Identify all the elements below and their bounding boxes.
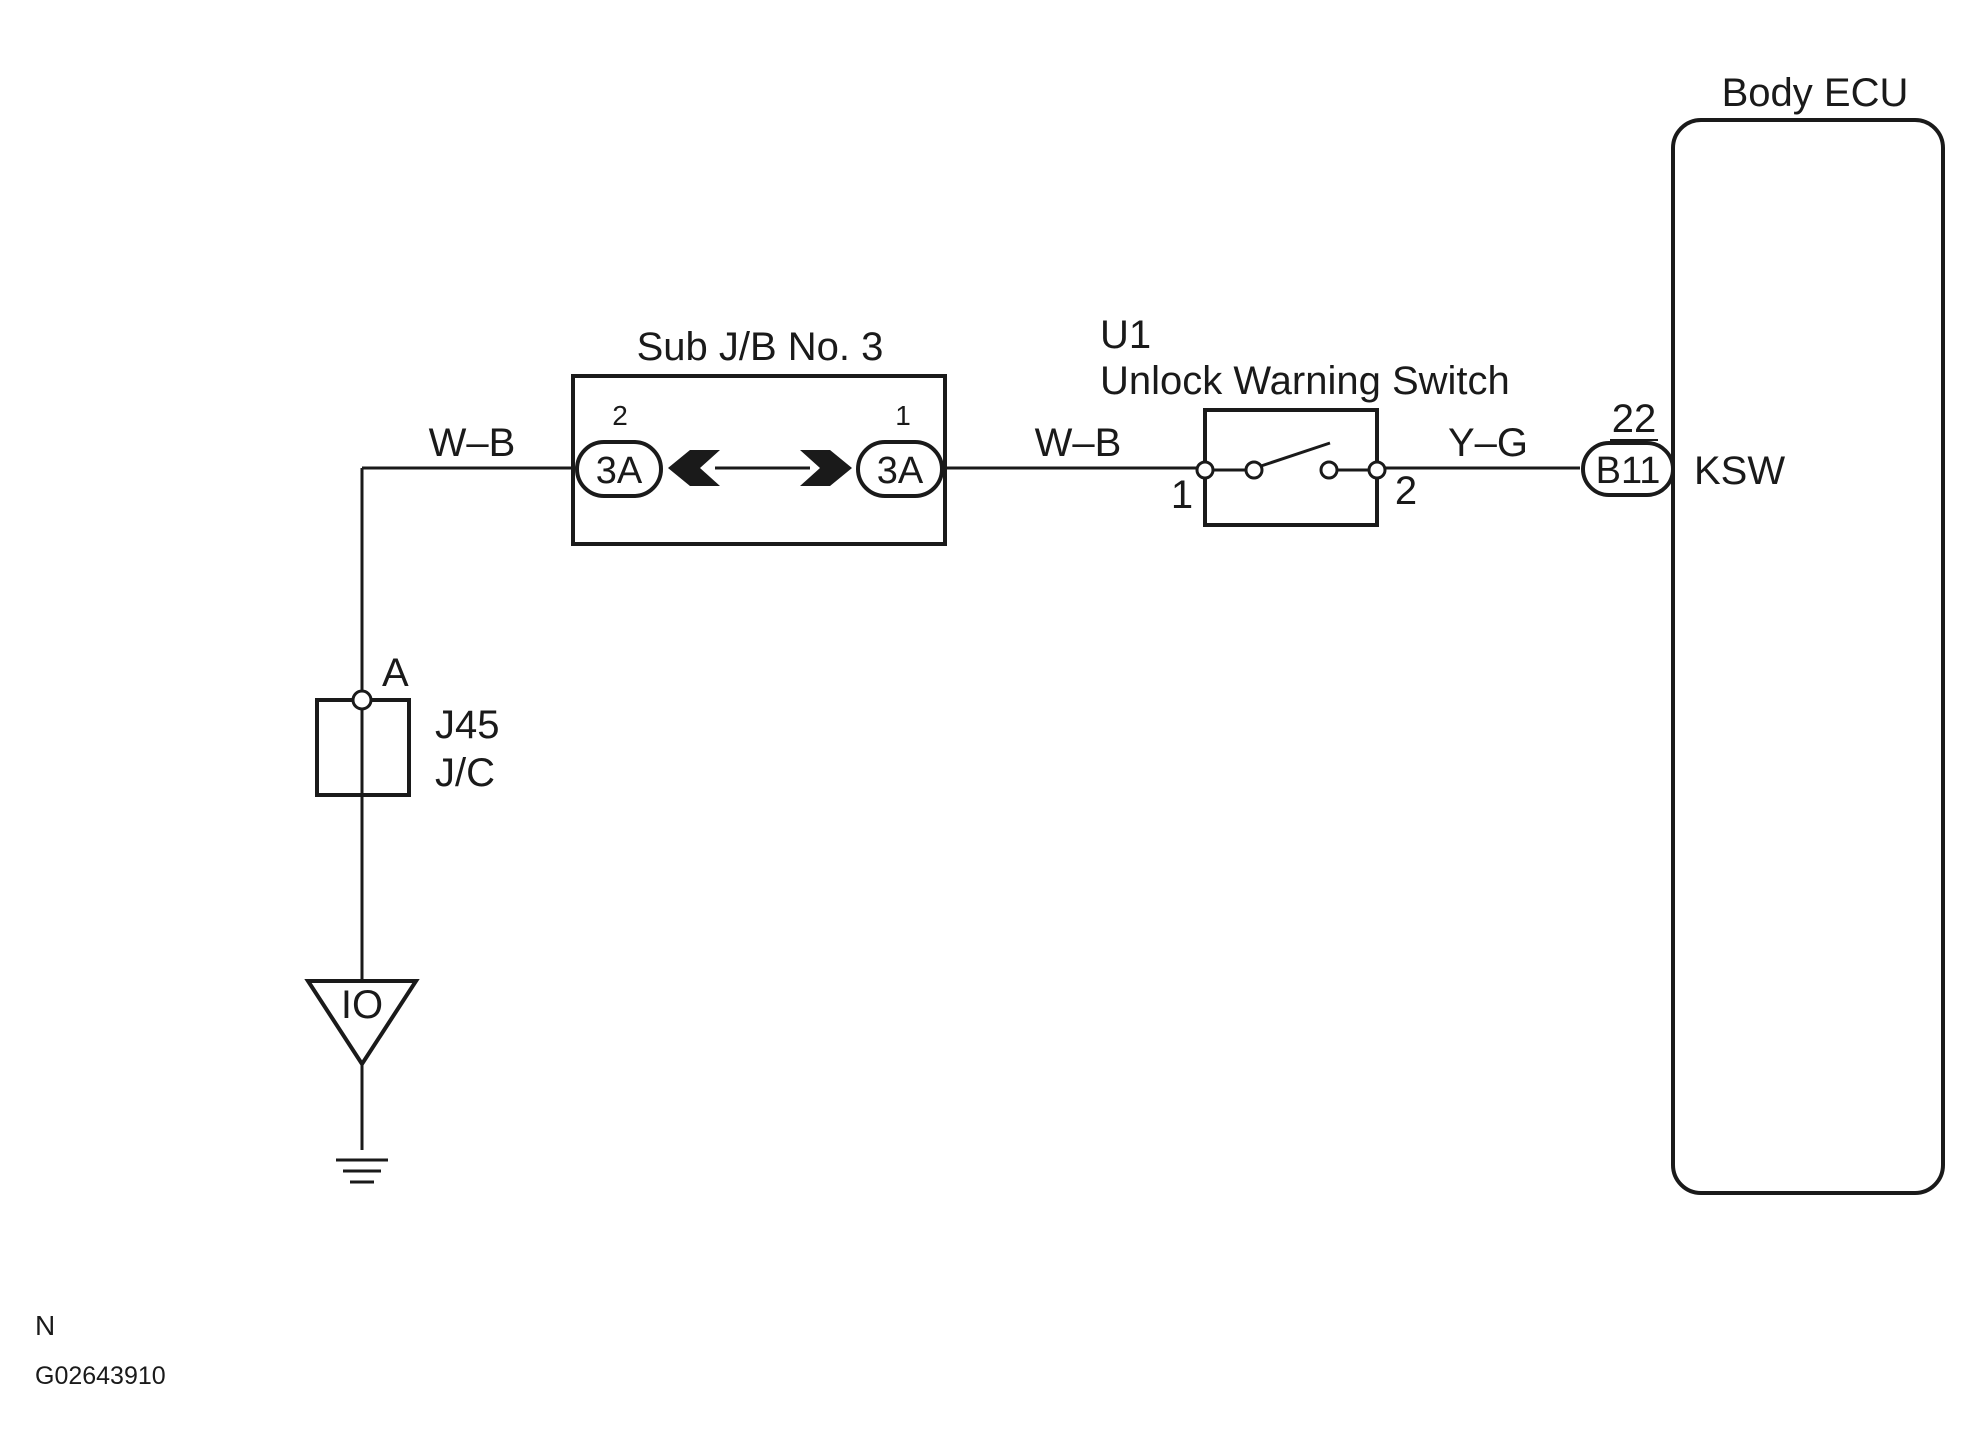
junction-type: J/C (435, 751, 495, 795)
junction-point (351, 689, 373, 711)
footer-code: G02643910 (35, 1362, 166, 1390)
wire-label-middle: W–B (1035, 421, 1122, 465)
ecu-connector (1581, 441, 1675, 497)
sub-jb-box (571, 374, 947, 546)
ground-symbol-icon (336, 1158, 388, 1184)
jb-right-chevron-icon (800, 450, 852, 486)
ecu-terminal-label: KSW (1694, 449, 1785, 493)
sub-jb-right-pin: 1 (895, 400, 911, 431)
sub-jb-left-connector-label: 3A (596, 450, 643, 492)
ground-point-triangle (304, 979, 420, 1068)
switch-title: Unlock Warning Switch (1100, 359, 1510, 403)
switch-terminal-right (1367, 460, 1387, 480)
switch-pin-right: 2 (1395, 469, 1417, 513)
sub-jb-right-connector-label: 3A (877, 450, 924, 492)
ecu-title: Body ECU (1722, 71, 1909, 115)
switch-contact-right (1319, 460, 1339, 480)
switch-blade (1260, 441, 1331, 468)
sub-jb-left-connector (575, 440, 663, 498)
sub-jb-right-connector (856, 440, 944, 498)
jb-left-chevron-icon (668, 450, 720, 486)
ground-point-code: IO (341, 983, 383, 1027)
footer-letter: N (35, 1310, 55, 1341)
switch-box (1203, 408, 1379, 527)
sub-jb-title: Sub J/B No. 3 (637, 325, 884, 369)
junction-point-label: A (382, 651, 409, 695)
sub-jb-left-pin: 2 (612, 400, 628, 431)
switch-terminal-left (1195, 460, 1215, 480)
switch-contact-left (1244, 460, 1264, 480)
wire-label-right: Y–G (1448, 421, 1528, 465)
ecu-pin-number: 22 (1612, 397, 1657, 441)
switch-code: U1 (1100, 313, 1151, 357)
junction-code: J45 (435, 703, 500, 747)
switch-pin-left: 1 (1171, 473, 1193, 517)
wire-label-left: W–B (429, 421, 516, 465)
ecu-box (1671, 118, 1945, 1195)
ecu-connector-label: B11 (1596, 450, 1661, 492)
